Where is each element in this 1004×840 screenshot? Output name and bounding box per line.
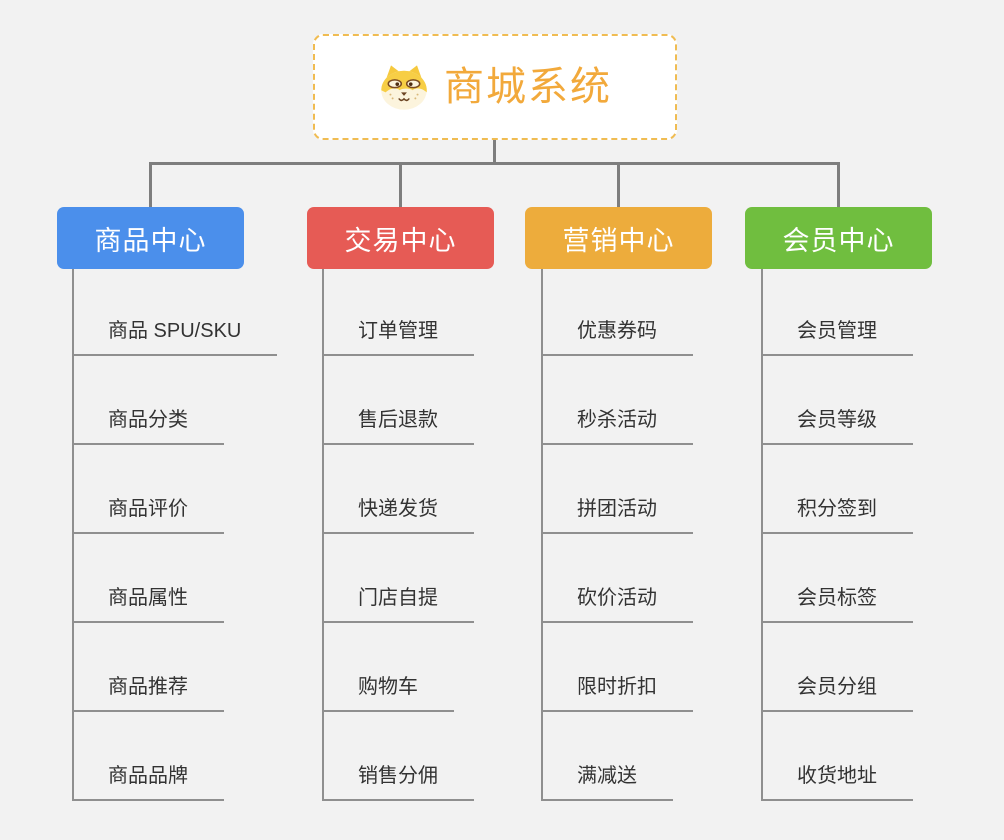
branch-children-member-center: 会员管理 会员等级 积分签到 会员标签 会员分组 收货地址 xyxy=(761,269,913,801)
branch-children-product-center: 商品 SPU/SKU 商品分类 商品评价 商品属性 商品推荐 商品品牌 xyxy=(72,269,278,801)
leaf-item[interactable]: 限时折扣 xyxy=(543,672,693,712)
connector-root-drop xyxy=(493,140,496,163)
connector-drop-member-center xyxy=(837,162,840,208)
leaf-item[interactable]: 订单管理 xyxy=(324,316,474,356)
leaf-item[interactable]: 会员管理 xyxy=(763,316,913,356)
branch-children-marketing-center: 优惠券码 秒杀活动 拼团活动 砍价活动 限时折扣 满减送 xyxy=(541,269,693,801)
leaf-item[interactable]: 快递发货 xyxy=(324,494,474,534)
branch-children-trade-center: 订单管理 售后退款 快递发货 门店自提 购物车 销售分佣 xyxy=(322,269,474,801)
leaf-item[interactable]: 商品推荐 xyxy=(74,672,224,712)
shiba-dog-icon xyxy=(381,65,427,110)
branch-node-marketing-center[interactable]: 营销中心 xyxy=(525,207,712,269)
branch-node-product-center[interactable]: 商品中心 xyxy=(57,207,244,269)
leaf-item[interactable]: 门店自提 xyxy=(324,583,474,623)
leaf-item[interactable]: 积分签到 xyxy=(763,494,913,534)
leaf-item[interactable]: 销售分佣 xyxy=(324,761,474,801)
leaf-item[interactable]: 优惠券码 xyxy=(543,316,693,356)
leaf-item[interactable]: 商品评价 xyxy=(74,494,224,534)
leaf-item[interactable]: 商品属性 xyxy=(74,583,224,623)
leaf-item[interactable]: 砍价活动 xyxy=(543,583,693,623)
connector-drop-product-center xyxy=(149,162,152,208)
connector-drop-trade-center xyxy=(399,162,402,208)
root-node[interactable]: 商城系统 xyxy=(313,34,677,140)
leaf-item[interactable]: 商品分类 xyxy=(74,405,224,445)
branch-node-trade-center[interactable]: 交易中心 xyxy=(307,207,494,269)
branch-node-member-center[interactable]: 会员中心 xyxy=(745,207,932,269)
leaf-item[interactable]: 商品 SPU/SKU xyxy=(74,316,278,356)
leaf-item[interactable]: 会员等级 xyxy=(763,405,913,445)
leaf-item[interactable]: 会员分组 xyxy=(763,672,913,712)
leaf-item[interactable]: 售后退款 xyxy=(324,405,474,445)
leaf-item[interactable]: 拼团活动 xyxy=(543,494,693,534)
leaf-item[interactable]: 购物车 xyxy=(324,672,454,712)
leaf-item[interactable]: 秒杀活动 xyxy=(543,405,693,445)
leaf-item[interactable]: 收货地址 xyxy=(763,761,913,801)
root-title: 商城系统 xyxy=(444,65,612,109)
leaf-item[interactable]: 商品品牌 xyxy=(74,761,224,801)
leaf-item[interactable]: 满减送 xyxy=(543,761,673,801)
connector-drop-marketing-center xyxy=(617,162,620,208)
connector-horizontal xyxy=(149,162,840,165)
leaf-item[interactable]: 会员标签 xyxy=(763,583,913,623)
